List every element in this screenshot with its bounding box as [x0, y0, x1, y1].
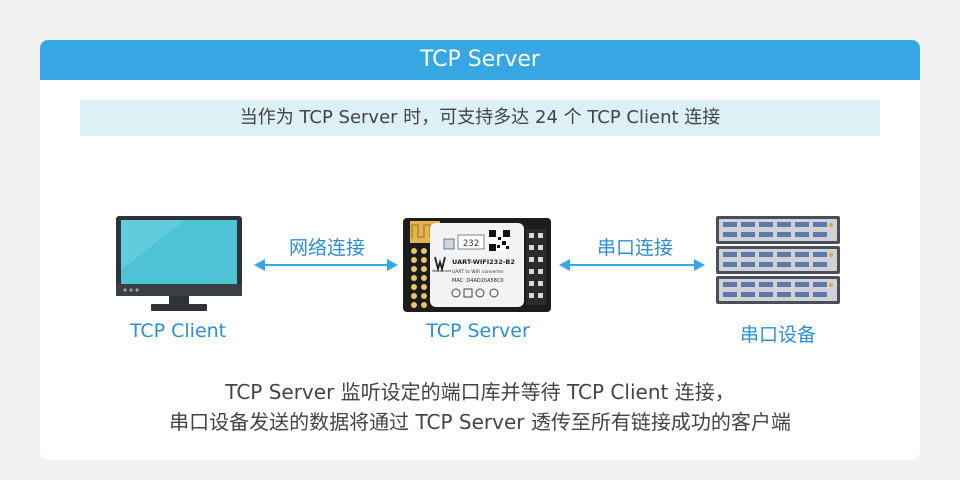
network-link-label: 网络连接	[288, 237, 365, 259]
subtitle-bar: 当作为 TCP Server 时，可支持多达 24 个 TCP Client 连…	[80, 100, 880, 136]
header-title: TCP Server	[420, 47, 540, 72]
serial-double-arrow	[559, 259, 705, 271]
module-mac: MAC: D4AD20A58C0	[452, 278, 504, 284]
server-rack-icon	[716, 216, 840, 304]
monitor-icon	[116, 216, 242, 311]
caption-line-2: 串口设备发送的数据将通过 TCP Server 透传至所有链接成功的客户端	[169, 410, 791, 434]
module-badge: 232	[463, 239, 479, 249]
server-label: TCP Server	[426, 320, 530, 342]
caption-line-1: TCP Server 监听设定的端口库并等待 TCP Client 连接，	[225, 380, 735, 404]
wifi-module-icon: 232 Waveshare UART-WIFI232-B2 UART to Wi…	[403, 218, 551, 312]
diagram-card: TCP Server 当作为 TCP Server 时，可支持多达 24 个 T…	[40, 40, 920, 460]
module-model: UART-WIFI232-B2	[452, 258, 515, 266]
subtitle-text: 当作为 TCP Server 时，可支持多达 24 个 TCP Client 连…	[239, 107, 721, 128]
network-double-arrow	[254, 259, 398, 271]
serial-device-label: 串口设备	[739, 324, 816, 346]
module-desc: UART to WiFi converter	[452, 269, 504, 275]
client-label: TCP Client	[129, 320, 227, 342]
serial-link-label: 串口连接	[596, 237, 673, 259]
card-header: TCP Server	[40, 40, 920, 80]
